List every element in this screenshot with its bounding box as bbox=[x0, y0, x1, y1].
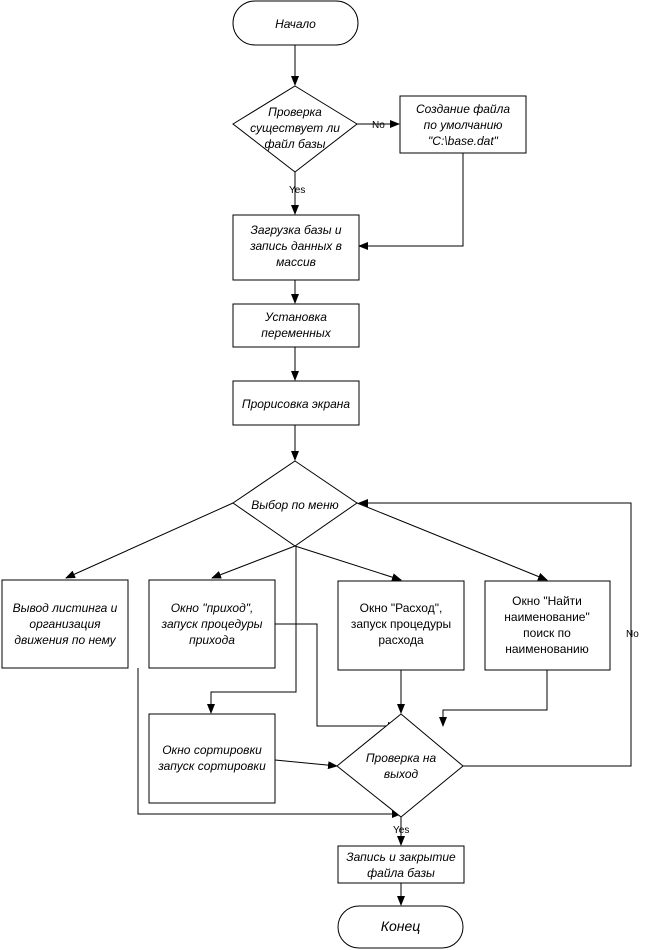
node-create-file-label-line: "C:\base.dat" bbox=[428, 134, 499, 148]
edge-listing-to-exit bbox=[137, 668, 402, 818]
node-find-name-label: Окно "Найти наименование" поиск по наименов… bbox=[504, 594, 589, 656]
edge-menu-to-listing bbox=[65, 502, 234, 579]
node-load-db: Загрузка базы и запись данных в массив bbox=[232, 214, 360, 281]
node-expense-label: Окно "Расход", запуск процедуры расхода bbox=[351, 601, 451, 647]
node-find-name-label-line: поиск по bbox=[523, 626, 571, 640]
decision-shape bbox=[232, 460, 358, 547]
process-shape bbox=[232, 380, 360, 426]
node-income-label-line: запуск процедуры bbox=[161, 617, 263, 631]
node-income-label-line: Окно "приход", bbox=[171, 601, 254, 615]
process-shape bbox=[1, 579, 129, 669]
node-draw-screen: Прорисовка экрана bbox=[232, 380, 360, 426]
node-expense-label-line: запуск процедуры bbox=[351, 617, 451, 631]
node-start: Начало bbox=[232, 0, 359, 46]
edge-create-to-load bbox=[358, 153, 464, 250]
node-listing-label-line: организация bbox=[29, 617, 101, 631]
process-shape bbox=[337, 845, 465, 884]
edge-exit-loop-to-menu bbox=[358, 499, 632, 767]
terminator-shape bbox=[232, 0, 359, 46]
node-listing: Вывод листинга и организация движения по н… bbox=[1, 579, 129, 669]
node-income: Окно "приход", запуск процедуры прихода bbox=[148, 579, 276, 669]
node-check-file-label: Проверка существует ли файл базы bbox=[250, 105, 340, 151]
node-set-vars: Установка переменных bbox=[232, 303, 360, 348]
process-shape bbox=[148, 713, 276, 804]
node-check-file-label-line: существует ли bbox=[250, 121, 340, 135]
process-shape bbox=[484, 580, 611, 671]
node-draw-screen-label-line: Прорисовка экрана bbox=[242, 397, 351, 411]
node-find-name-label-line: наименованию bbox=[505, 642, 588, 656]
node-sort-label-line: запуск сортировки bbox=[157, 759, 266, 773]
node-check-file: Проверка существует ли файл базы bbox=[232, 85, 358, 173]
node-income-label-line: прихода bbox=[189, 633, 235, 647]
edge-label-yes-load: Yes bbox=[289, 185, 305, 196]
node-load-db-label-line: массив bbox=[276, 255, 316, 269]
process-shape bbox=[399, 95, 527, 154]
edge-sort-to-exit bbox=[274, 759, 338, 770]
node-expense-label-line: расхода bbox=[378, 633, 424, 647]
node-end-label: Конец bbox=[381, 918, 421, 934]
node-menu: Выбор по меню bbox=[232, 460, 358, 547]
node-draw-screen-label: Прорисовка экрана bbox=[242, 397, 351, 411]
node-load-db-label-line: Загрузка базы и bbox=[250, 223, 341, 237]
node-start-label-line: Начало bbox=[275, 17, 316, 31]
node-sort: Окно сортировки запуск сортировки bbox=[148, 713, 276, 804]
node-save-close-label-line: Запись и закрытие bbox=[346, 850, 456, 864]
node-listing-label-line: Вывод листинга и bbox=[13, 601, 118, 615]
node-end: Конец bbox=[337, 905, 464, 949]
node-load-db-label-line: запись данных в bbox=[249, 239, 342, 253]
node-check-exit: Проверка на выход bbox=[336, 713, 464, 818]
node-end-label-line: Конец bbox=[381, 918, 421, 934]
node-create-file: Создание файла по умолчанию "C:\base.dat" bbox=[399, 95, 527, 154]
node-set-vars-label-line: Установка bbox=[264, 310, 327, 324]
node-create-file-label: Создание файла по умолчанию "C:\base.dat" bbox=[416, 102, 510, 148]
node-expense-label-line: Окно "Расход", bbox=[360, 601, 443, 615]
decision-shape bbox=[232, 85, 358, 173]
node-set-vars-label-line: переменных bbox=[261, 326, 331, 340]
node-menu-label: Выбор по меню bbox=[251, 498, 338, 512]
process-shape bbox=[148, 579, 276, 669]
node-expense: Окно "Расход", запуск процедуры расхода bbox=[337, 580, 465, 671]
edge-label-yes-exit: Yes bbox=[393, 825, 409, 836]
node-find-name-label-line: наименование" bbox=[504, 610, 589, 624]
node-menu-label-line: Выбор по меню bbox=[251, 498, 338, 512]
terminator-shape bbox=[337, 905, 464, 949]
node-check-exit-label: Проверка на выход bbox=[366, 751, 437, 781]
edge-find-to-exit bbox=[439, 670, 548, 727]
node-check-file-label-line: файл базы bbox=[264, 137, 325, 151]
node-find-name-label-line: Окно "Найти bbox=[512, 594, 582, 608]
edge-menu-to-income bbox=[211, 545, 296, 579]
node-check-exit-label-line: выход bbox=[384, 767, 419, 781]
node-sort-label-line: Окно сортировки bbox=[162, 743, 262, 757]
node-save-close-label-line: файла базы bbox=[367, 866, 435, 880]
node-save-close-label: Запись и закрытие файла базы bbox=[346, 850, 456, 880]
edge-income-to-exit bbox=[275, 623, 398, 730]
node-sort-label: Окно сортировки запуск сортировки bbox=[157, 743, 266, 773]
node-find-name: Окно "Найти наименование" поиск по наименов… bbox=[484, 580, 611, 671]
node-create-file-label-line: по умолчанию bbox=[424, 118, 503, 132]
process-shape bbox=[232, 214, 360, 281]
edge-menu-to-expense bbox=[294, 545, 402, 582]
node-check-exit-label-line: Проверка на bbox=[366, 751, 437, 765]
node-set-vars-label: Установка переменных bbox=[261, 310, 331, 340]
node-save-close: Запись и закрытие файла базы bbox=[337, 845, 465, 884]
node-start-label: Начало bbox=[275, 17, 316, 31]
edges bbox=[65, 45, 632, 906]
node-load-db-label: Загрузка базы и запись данных в массив bbox=[249, 223, 342, 269]
edge-labels: No Yes No Yes bbox=[289, 120, 639, 836]
process-shape bbox=[232, 303, 360, 348]
edge-label-no-create: No bbox=[372, 120, 385, 131]
edge-menu-to-find bbox=[356, 502, 548, 581]
decision-shape bbox=[336, 713, 464, 818]
edge-menu-to-sort bbox=[207, 546, 297, 714]
node-listing-label: Вывод листинга и организация движения по н… bbox=[13, 601, 118, 647]
node-check-file-label-line: Проверка bbox=[268, 105, 322, 119]
node-listing-label-line: движения по нему bbox=[14, 633, 116, 647]
node-create-file-label-line: Создание файла bbox=[416, 102, 510, 116]
process-shape bbox=[337, 580, 465, 671]
node-income-label: Окно "приход", запуск процедуры прихода bbox=[161, 601, 263, 647]
edge-label-no-loop: No bbox=[626, 629, 639, 640]
